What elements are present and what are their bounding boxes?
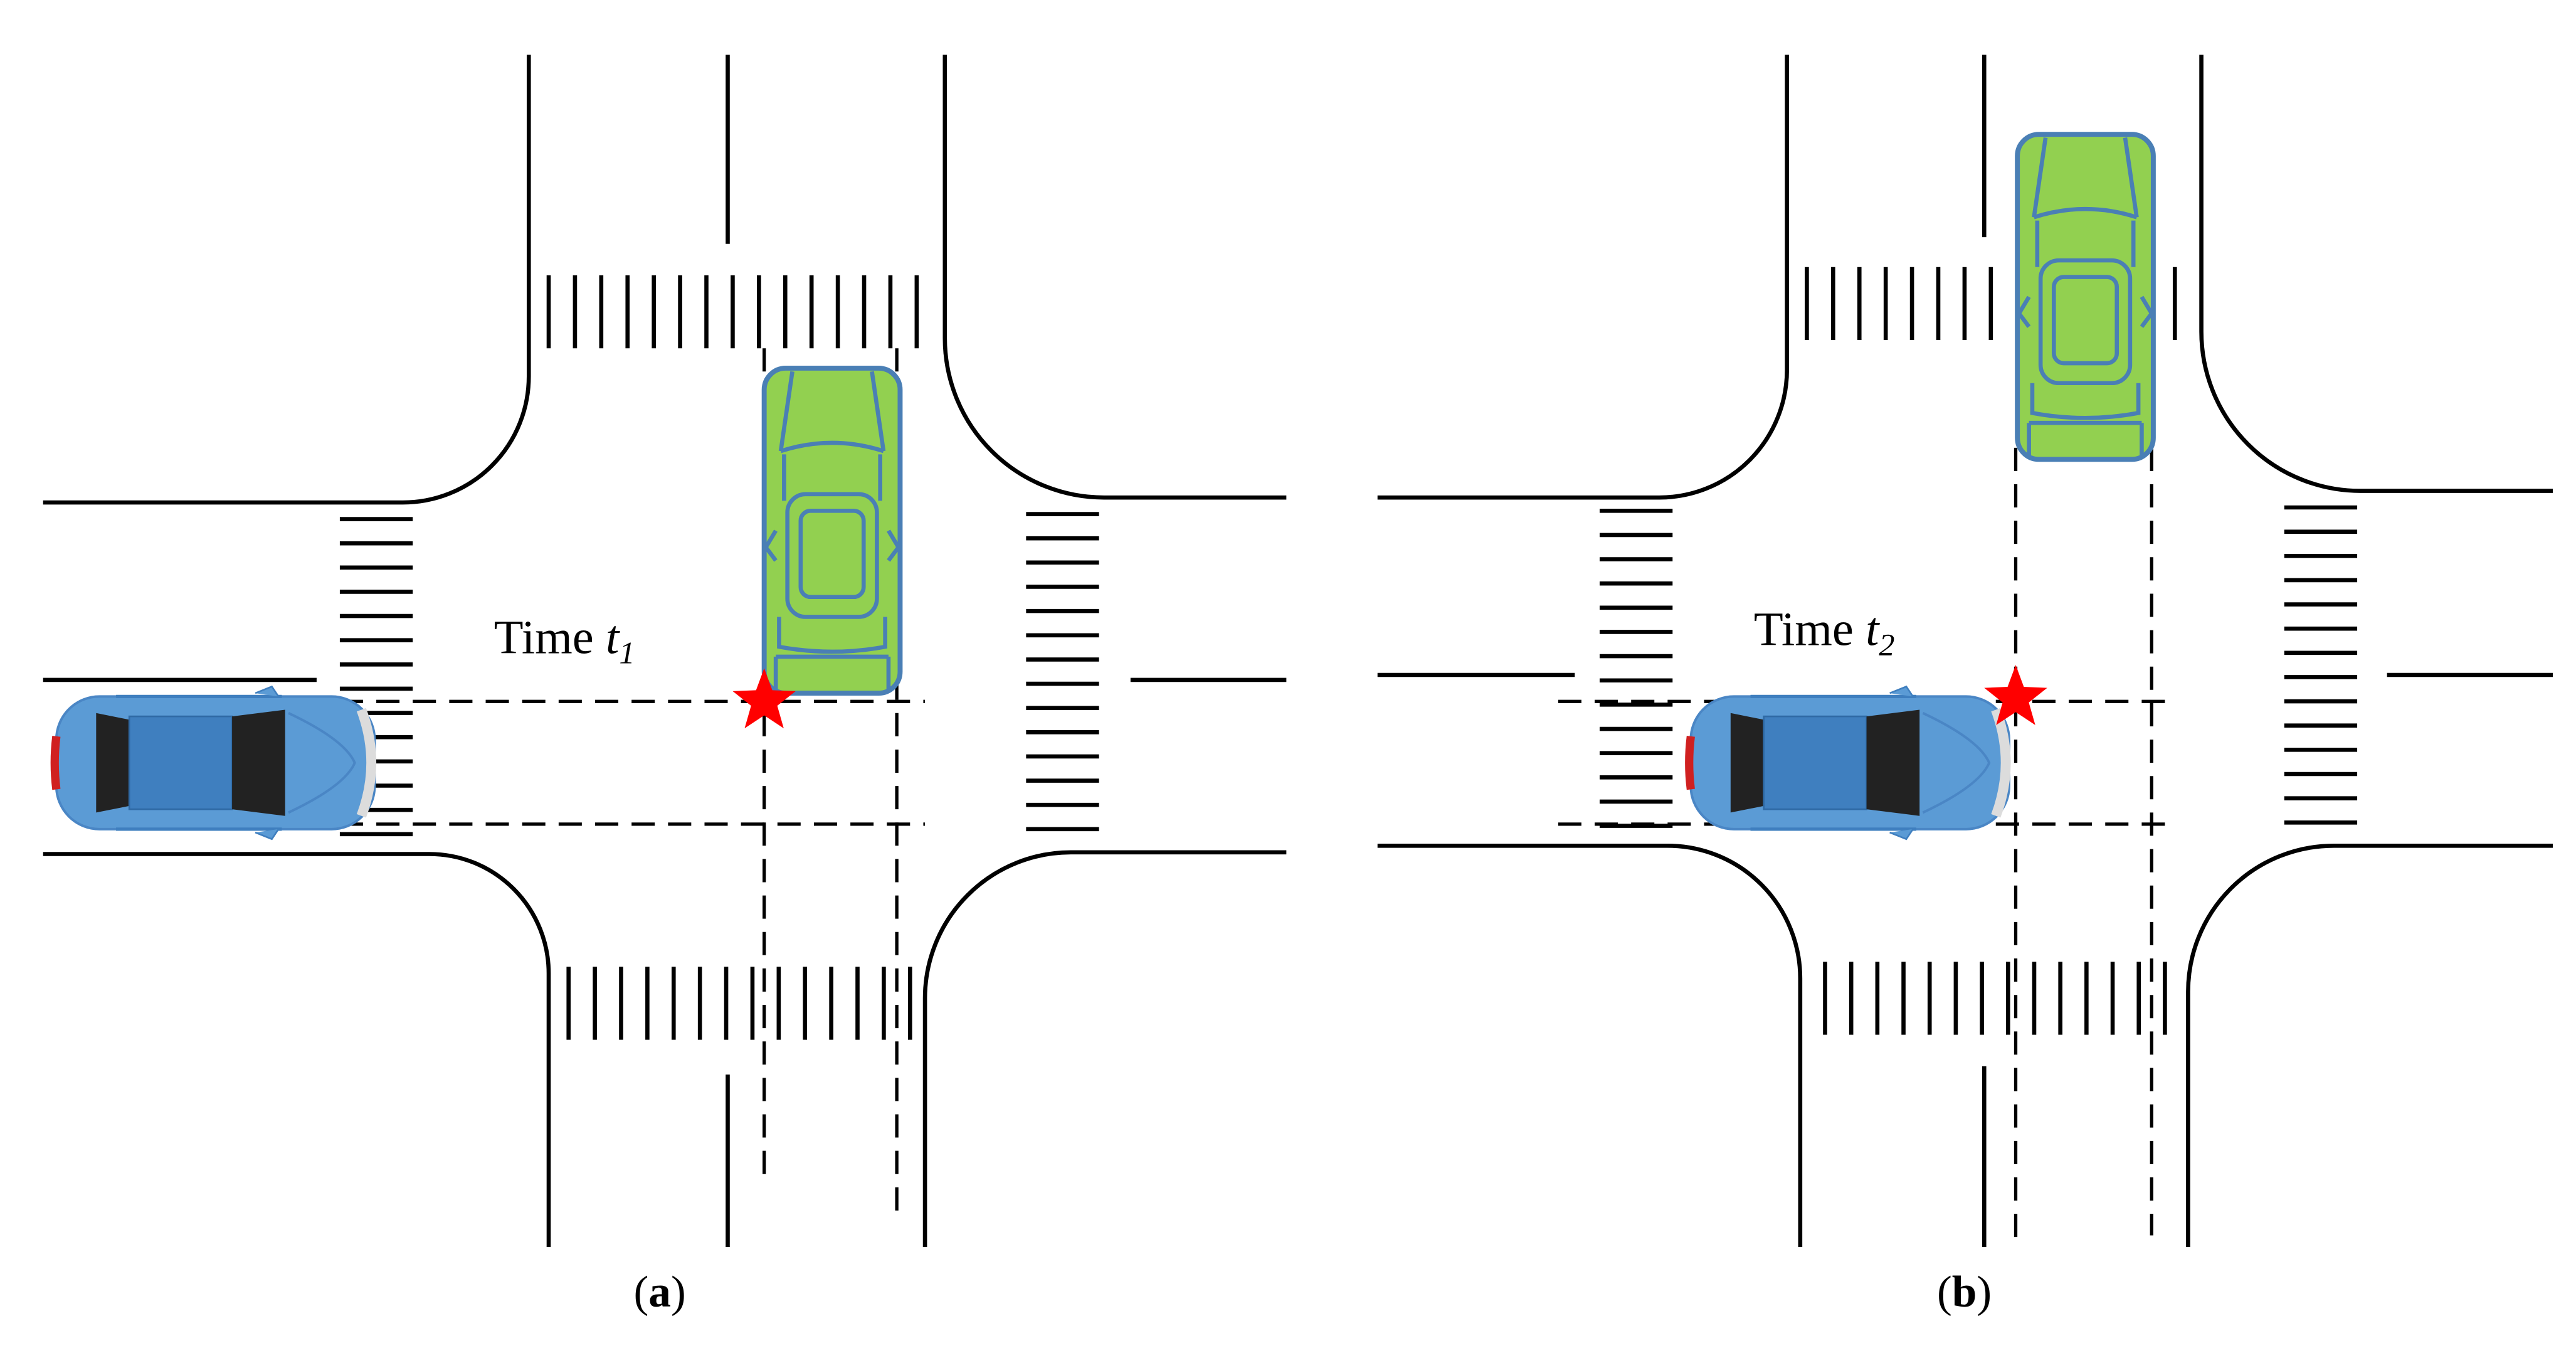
road-edges bbox=[43, 55, 1287, 1248]
trajectory-lines bbox=[339, 348, 926, 1216]
panel-b: Time t2 (b) bbox=[1377, 55, 2553, 1317]
road-edges bbox=[1377, 55, 2553, 1248]
crosswalks bbox=[1599, 267, 2358, 1035]
lane-center-lines bbox=[1377, 55, 2553, 1248]
caption-a: (a) bbox=[634, 1267, 686, 1317]
blue-car-icon bbox=[55, 687, 374, 839]
green-car-icon bbox=[764, 368, 900, 693]
panel-a: Time t1 (a) bbox=[43, 55, 1287, 1317]
crosswalks bbox=[339, 275, 1099, 1040]
caption-b: (b) bbox=[1937, 1267, 1992, 1317]
blue-car-icon bbox=[1689, 687, 2009, 839]
lane-center-lines bbox=[43, 55, 1287, 1248]
time-label-a: Time t1 bbox=[494, 611, 635, 671]
green-car-icon bbox=[2017, 134, 2153, 459]
time-label-b: Time t2 bbox=[1754, 602, 1895, 662]
